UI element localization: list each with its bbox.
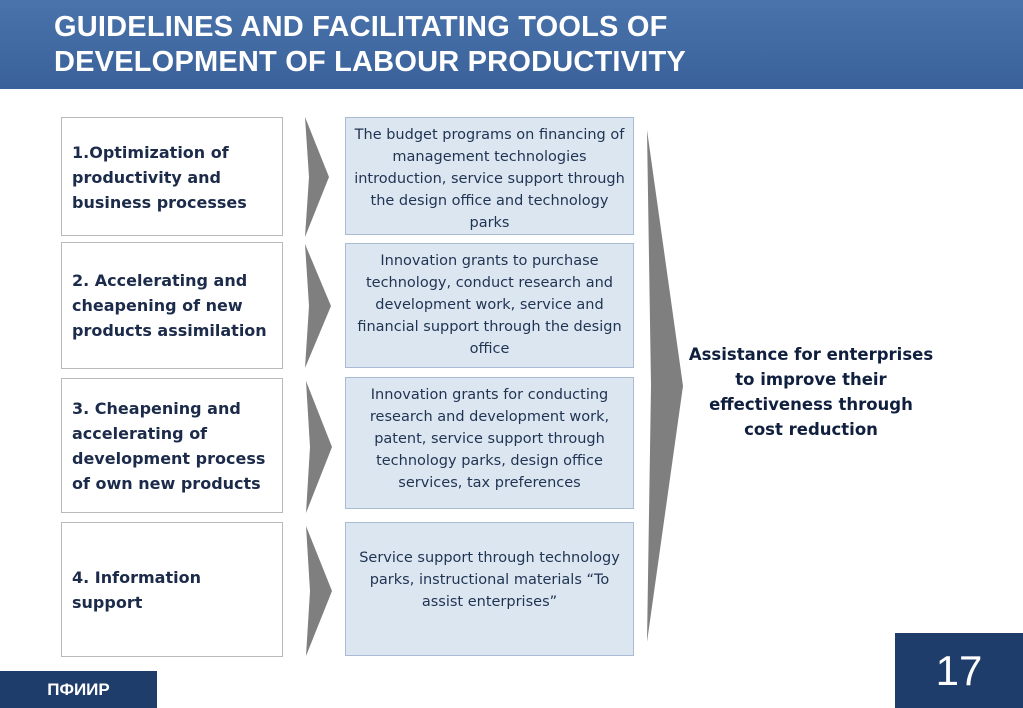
guideline-box-3: 3. Cheapening and accelerating of develo… xyxy=(61,378,283,513)
result-text: Assistance for enterprises to improve th… xyxy=(688,345,934,439)
tool-text: The budget programs on financing of mana… xyxy=(354,127,625,231)
title-bar: GUIDELINES AND FACILITATING TOOLS OF DEV… xyxy=(0,0,1023,89)
chevron-arrow-icon xyxy=(306,526,332,656)
footer-logo-label: ПФИИР xyxy=(0,671,157,708)
chevron-arrow-icon xyxy=(305,117,329,237)
guideline-box-1: 1.Optimization of productivity and busin… xyxy=(61,117,283,236)
tool-box-3: Innovation grants for conducting researc… xyxy=(345,377,634,509)
guideline-label: 2. Accelerating and cheapening of new pr… xyxy=(72,271,267,340)
tool-box-1: The budget programs on financing of mana… xyxy=(345,117,634,235)
guideline-label: 3. Cheapening and accelerating of develo… xyxy=(72,398,266,493)
large-arrow-icon xyxy=(647,130,683,642)
chevron-arrow-icon xyxy=(305,244,331,368)
guideline-label: 1.Optimization of productivity and busin… xyxy=(72,143,247,212)
page-number: 17 xyxy=(895,633,1023,708)
chevron-arrow-icon xyxy=(306,381,332,513)
tool-box-4: Service support through technology parks… xyxy=(345,522,634,656)
tool-text: Service support through technology parks… xyxy=(359,550,620,610)
slide-title: GUIDELINES AND FACILITATING TOOLS OF DEV… xyxy=(54,11,686,78)
guideline-box-2: 2. Accelerating and cheapening of new pr… xyxy=(61,242,283,369)
tool-box-2: Innovation grants to purchase technology… xyxy=(345,243,634,368)
guideline-label: 4. Information support xyxy=(72,567,201,612)
guideline-box-4: 4. Information support xyxy=(61,522,283,657)
tool-text: Innovation grants for conducting researc… xyxy=(369,387,610,491)
tool-text: Innovation grants to purchase technology… xyxy=(357,253,622,357)
